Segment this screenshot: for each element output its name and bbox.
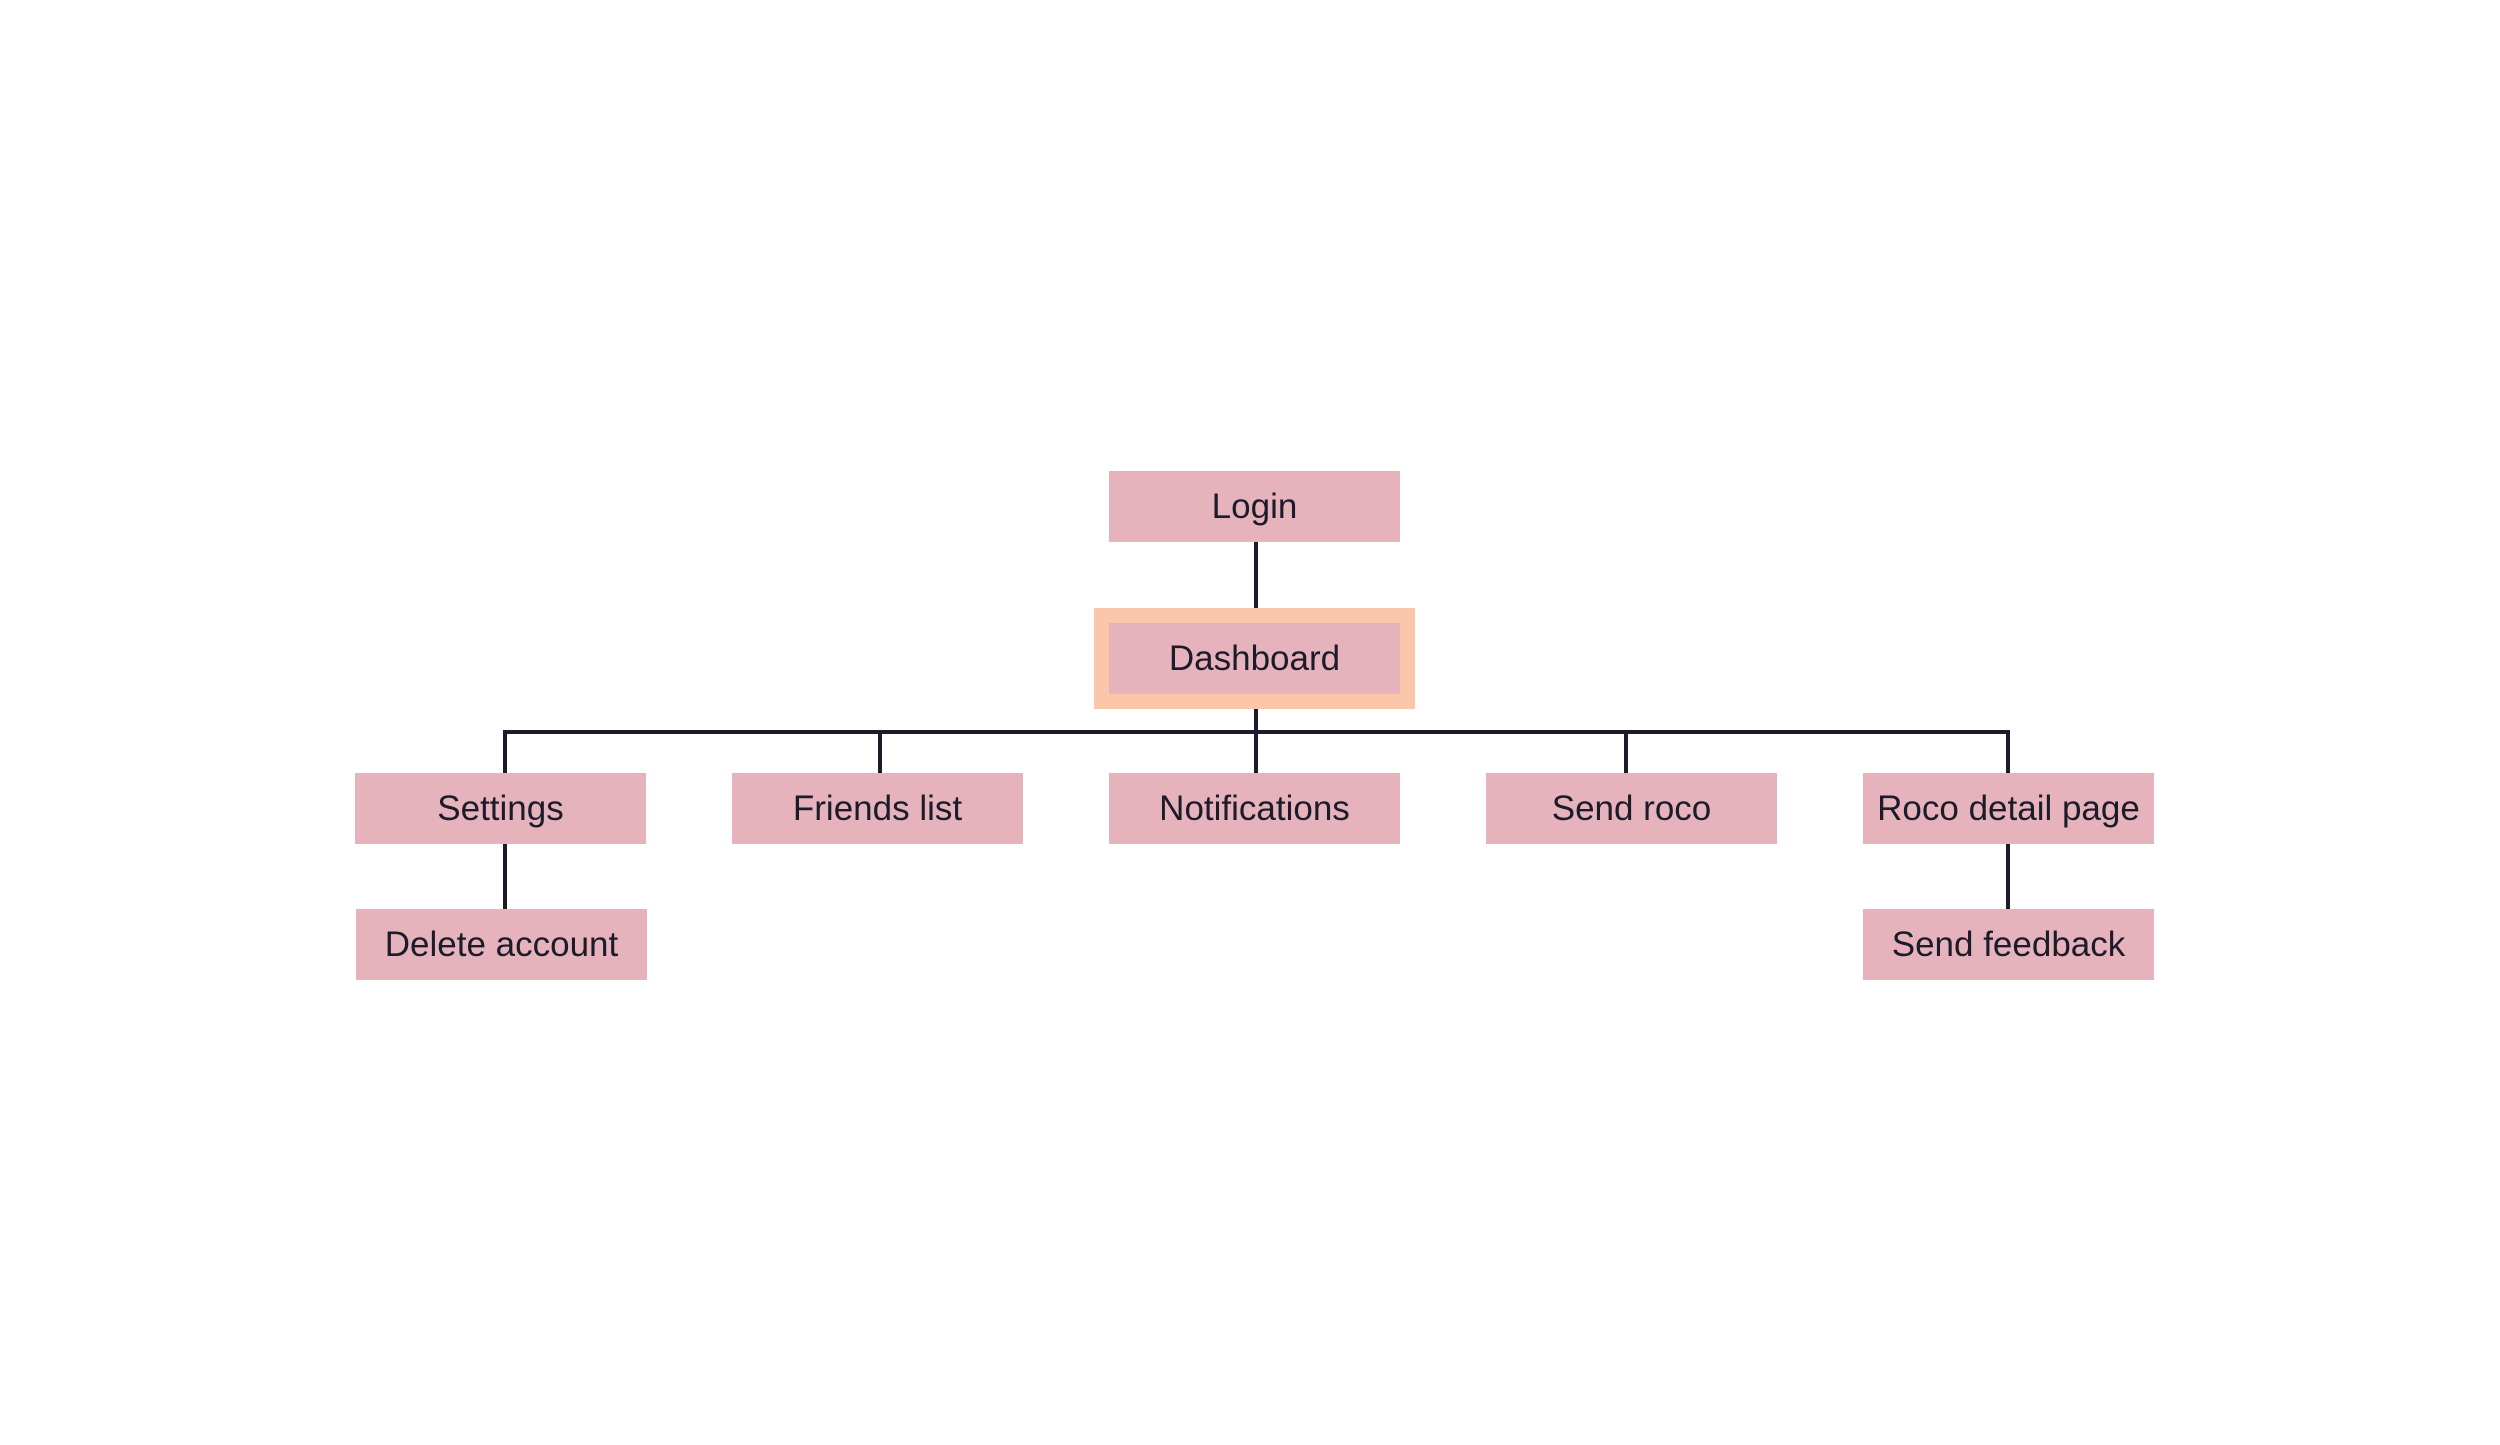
node-notifications[interactable]: Notifications [1109,773,1400,844]
node-login[interactable]: Login [1109,471,1400,542]
node-send-roco-label: Send roco [1551,788,1712,828]
node-delete-account-label: Delete account [384,924,619,964]
node-dashboard[interactable]: Dashboard [1109,623,1400,694]
node-settings[interactable]: Settings [355,773,646,844]
node-friends-list-label: Friends list [792,788,963,828]
node-roco-detail-page-label: Roco detail page [1877,788,2140,828]
node-notifications-label: Notifications [1159,788,1350,828]
node-dashboard-label: Dashboard [1168,638,1341,678]
node-delete-account[interactable]: Delete account [356,909,647,980]
node-roco-detail-page[interactable]: Roco detail page [1863,773,2154,844]
node-friends-list[interactable]: Friends list [732,773,1023,844]
node-send-feedback-label: Send feedback [1891,924,2126,964]
node-login-label: Login [1211,486,1298,526]
node-send-feedback[interactable]: Send feedback [1863,909,2154,980]
node-send-roco[interactable]: Send roco [1486,773,1777,844]
node-settings-label: Settings [437,788,564,828]
